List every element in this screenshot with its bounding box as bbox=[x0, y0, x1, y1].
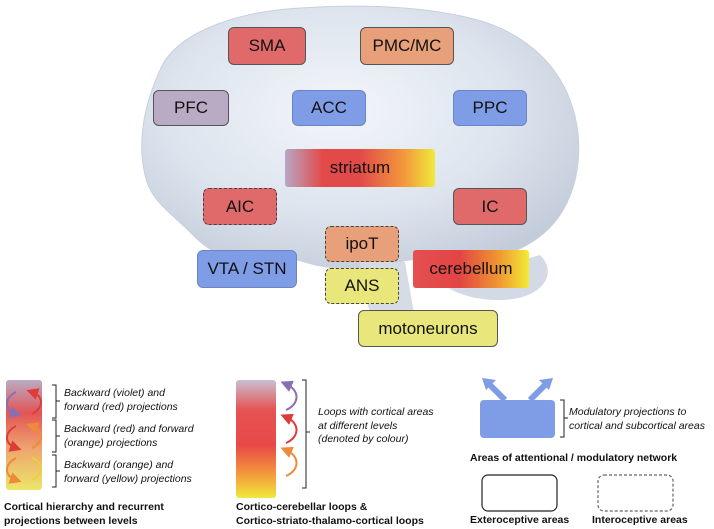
legend-loops-caption: Cortico-cerebellar loops & Cortico-stria… bbox=[236, 501, 424, 528]
node-sma: SMA bbox=[228, 27, 306, 65]
legend-loops-text: Loops with cortical areas at different l… bbox=[318, 406, 434, 447]
legend-modulatory-symbol bbox=[480, 378, 555, 438]
legend-backward-red-text: Backward (red) and forward (orange) proj… bbox=[64, 423, 194, 450]
node-pmc-mc: PMC/MC bbox=[360, 27, 454, 65]
legend-modulatory-text: Modulatory projections to cortical and s… bbox=[569, 406, 705, 433]
node-motoneurons: motoneurons bbox=[358, 310, 498, 347]
node-striatum: striatum bbox=[285, 149, 435, 187]
node-pfc: PFC bbox=[153, 90, 229, 126]
legend-loops-line2: at different levels bbox=[318, 419, 398, 432]
legend-hierarchy-caption: Cortical hierarchy and recurrent project… bbox=[4, 501, 164, 528]
legend-backward-violet-text: Backward (violet) and forward (red) proj… bbox=[64, 387, 178, 414]
legend-loops-caption-line2: Cortico-striato-thalamo-cortical loops bbox=[236, 514, 424, 527]
legend-exteroceptive-box bbox=[481, 474, 558, 512]
node-ppc: PPC bbox=[453, 90, 527, 126]
legend-backward-orange-line2: forward (yellow) projections bbox=[64, 472, 192, 485]
legend-loops-line1: Loops with cortical areas bbox=[318, 406, 434, 418]
legend-modulatory-brace bbox=[560, 399, 568, 438]
legend-loops-bar bbox=[236, 380, 298, 498]
legend-backward-orange-text: Backward (orange) and forward (yellow) p… bbox=[64, 459, 192, 486]
node-aic: AIC bbox=[203, 188, 277, 225]
legend-loops-brace bbox=[302, 379, 310, 489]
legend-backward-violet-line2: forward (red) projections bbox=[64, 400, 178, 413]
legend-backward-red-line1: Backward (red) and forward bbox=[64, 423, 194, 435]
legend-hierarchy-caption-line2: projections between levels bbox=[4, 514, 138, 527]
node-ans: ANS bbox=[325, 268, 399, 304]
legend-hierarchy-caption-line1: Cortical hierarchy and recurrent bbox=[4, 501, 164, 513]
legend-attention-caption: Areas of attentional / modulatory networ… bbox=[470, 452, 678, 464]
node-ipot: ipoT bbox=[325, 226, 399, 262]
legend-backward-violet-line1: Backward (violet) and bbox=[64, 387, 165, 399]
node-cerebellum: cerebellum bbox=[413, 250, 529, 288]
legend-modulatory-line2: cortical and subcortical areas bbox=[569, 419, 705, 432]
legend-interoceptive-caption: Interoceptive areas bbox=[592, 514, 688, 526]
node-ic: IC bbox=[453, 188, 527, 225]
legend-interoceptive-box bbox=[597, 474, 674, 512]
legend-backward-orange-line1: Backward (orange) and bbox=[64, 459, 174, 471]
node-acc: ACC bbox=[292, 90, 366, 126]
legend-modulatory-line1: Modulatory projections to bbox=[569, 406, 687, 418]
legend-exteroceptive-caption: Exteroceptive areas bbox=[470, 514, 570, 526]
legend-hierarchy-bar bbox=[6, 380, 42, 490]
node-vta-stn: VTA / STN bbox=[197, 250, 297, 288]
legend-backward-red-line2: (orange) projections bbox=[64, 436, 158, 449]
legend-loops-caption-line1: Cortico-cerebellar loops & bbox=[236, 501, 368, 513]
legend-hierarchy-braces bbox=[52, 384, 60, 488]
legend-loops-line3: (denoted by colour) bbox=[318, 433, 409, 445]
